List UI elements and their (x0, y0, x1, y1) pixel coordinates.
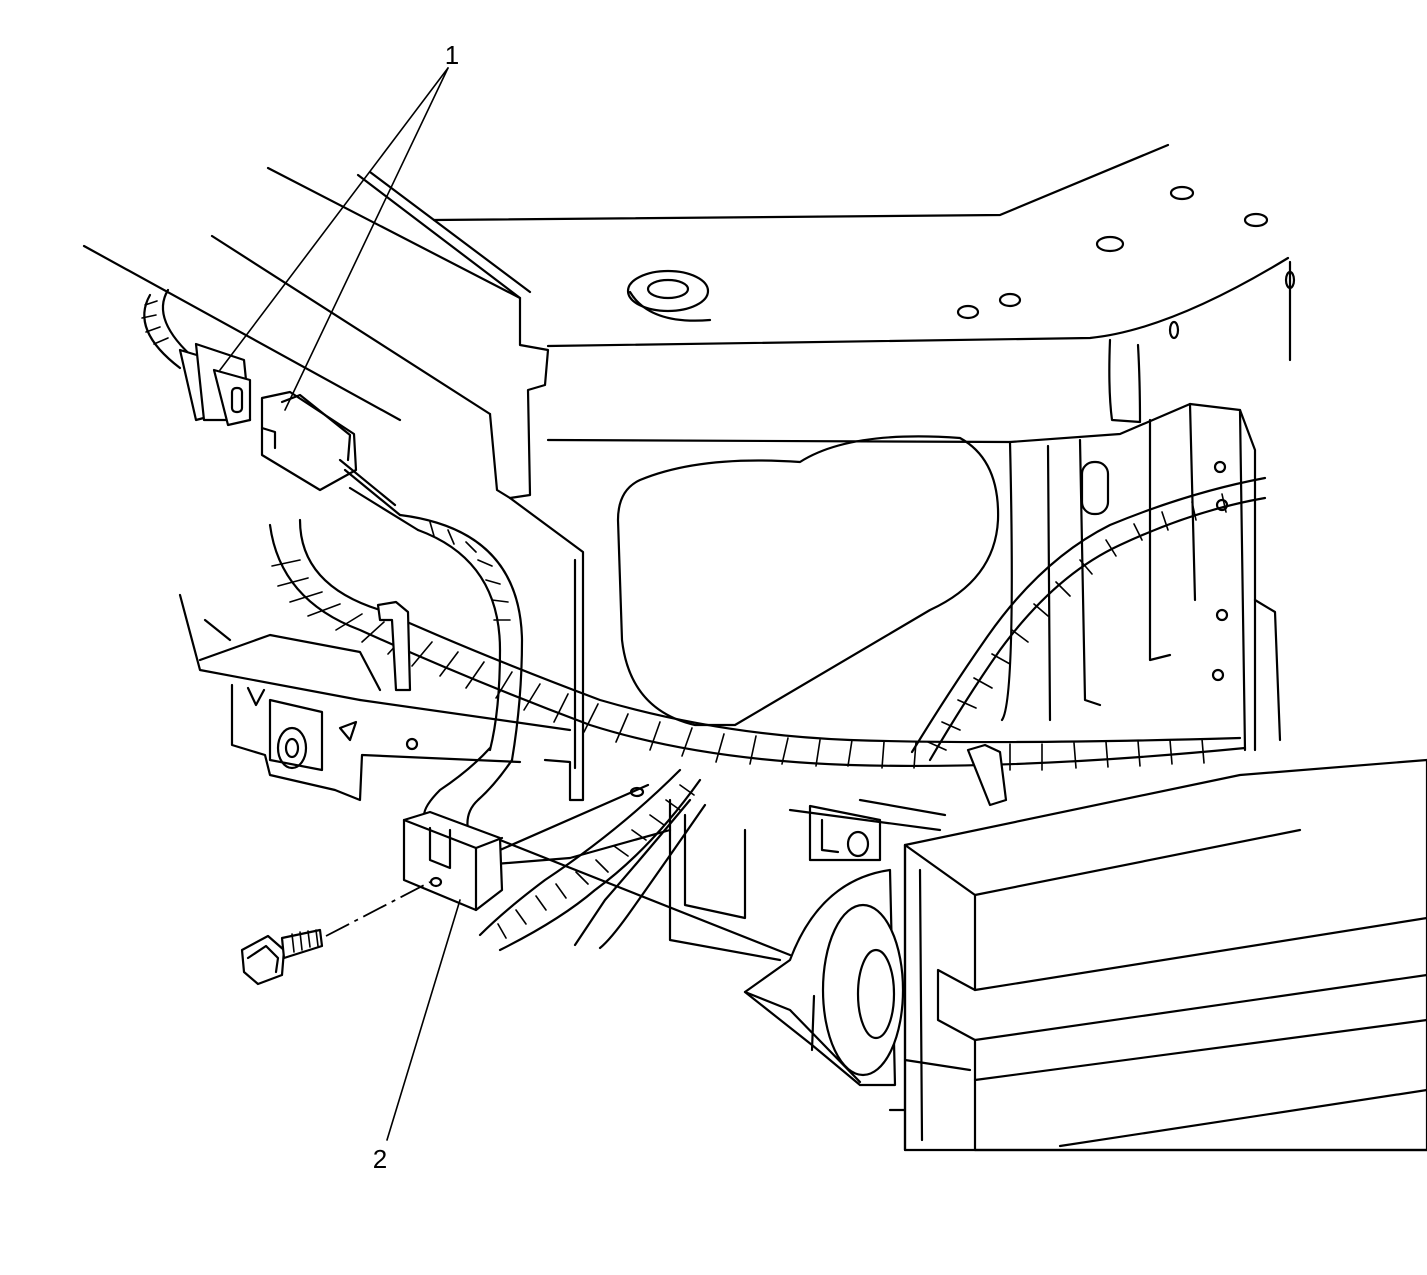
upper-frame (432, 143, 1296, 424)
wiring-harness (268, 476, 1267, 952)
callout-label-2: 2 (373, 1144, 387, 1174)
bolt (240, 881, 431, 986)
lower-center-bracket (668, 798, 947, 962)
left-panel (82, 166, 1013, 802)
connector-right (260, 390, 420, 532)
horn (743, 868, 905, 1087)
right-frame (1008, 402, 1282, 752)
callout-1: 1 (219, 40, 459, 411)
callout-label-1: 1 (445, 40, 459, 70)
connector-left (141, 288, 252, 427)
radiator (888, 758, 1427, 1152)
callout-2: 2 (373, 899, 461, 1174)
lower-bracket (178, 593, 792, 957)
sensor-module (402, 810, 504, 912)
